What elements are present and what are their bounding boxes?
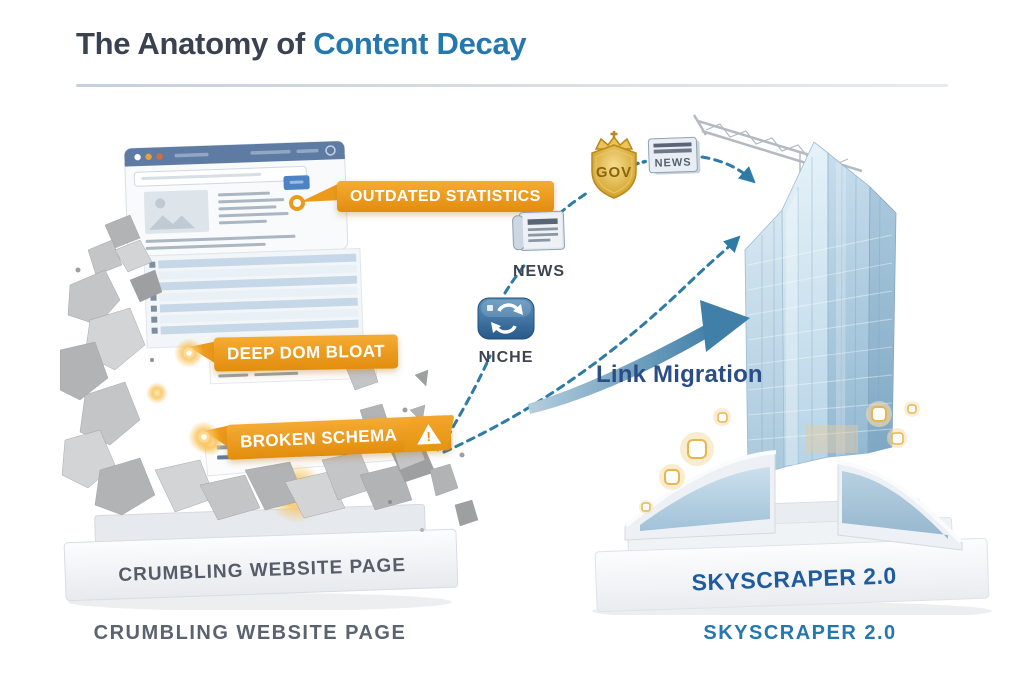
gov-badge-text: GOV [596,164,632,181]
news-label: NEWS [513,263,565,280]
caption-crumbling-website-page: CRUMBLING WEBSITE PAGE [93,622,407,644]
niche-label: NICHE [478,349,534,366]
base-ramps [624,450,963,551]
title-divider [76,84,948,87]
gov-badge-icon: GOV [584,129,644,206]
browser-window [124,140,410,477]
broken-schema-text: BROKEN SCHEMA [239,424,398,451]
label-broken-schema: BROKEN SCHEMA ! [226,414,455,460]
crumbling-website-illustration: CRUMBLING WEBSITE PAGE [60,140,479,610]
news-icon-top: NEWS [645,135,705,184]
skyscraper-illustration: SKYSCRAPER 2.0 [592,114,992,615]
left-pedestal: CRUMBLING WEBSITE PAGE [63,503,459,610]
webpage-rows [143,247,364,349]
label-deep-dom-bloat: DEEP DOM BLOAT [213,334,399,372]
skyscraper-tower [744,141,897,478]
title-highlight: Content Decay [313,26,527,61]
svg-text:!: ! [427,428,432,443]
caption-skyscraper-2-0: SKYSCRAPER 2.0 [703,622,897,644]
news-icon: NEWS [508,208,570,281]
page-title: The Anatomy of Content Decay [76,26,527,62]
news-top-text: NEWS [654,156,691,169]
label-outdated-statistics: OUTDATED STATISTICS [337,181,554,212]
outdated-statistics-text: OUTDATED STATISTICS [350,187,541,205]
warning-icon: ! [403,414,455,453]
rubble-debris [60,214,479,532]
deep-dom-bloat-text: DEEP DOM BLOAT [226,341,386,364]
niche-icon: NICHE [474,296,538,367]
link-migration-label: Link Migration [596,361,763,388]
title-prefix: The Anatomy of [76,26,314,61]
